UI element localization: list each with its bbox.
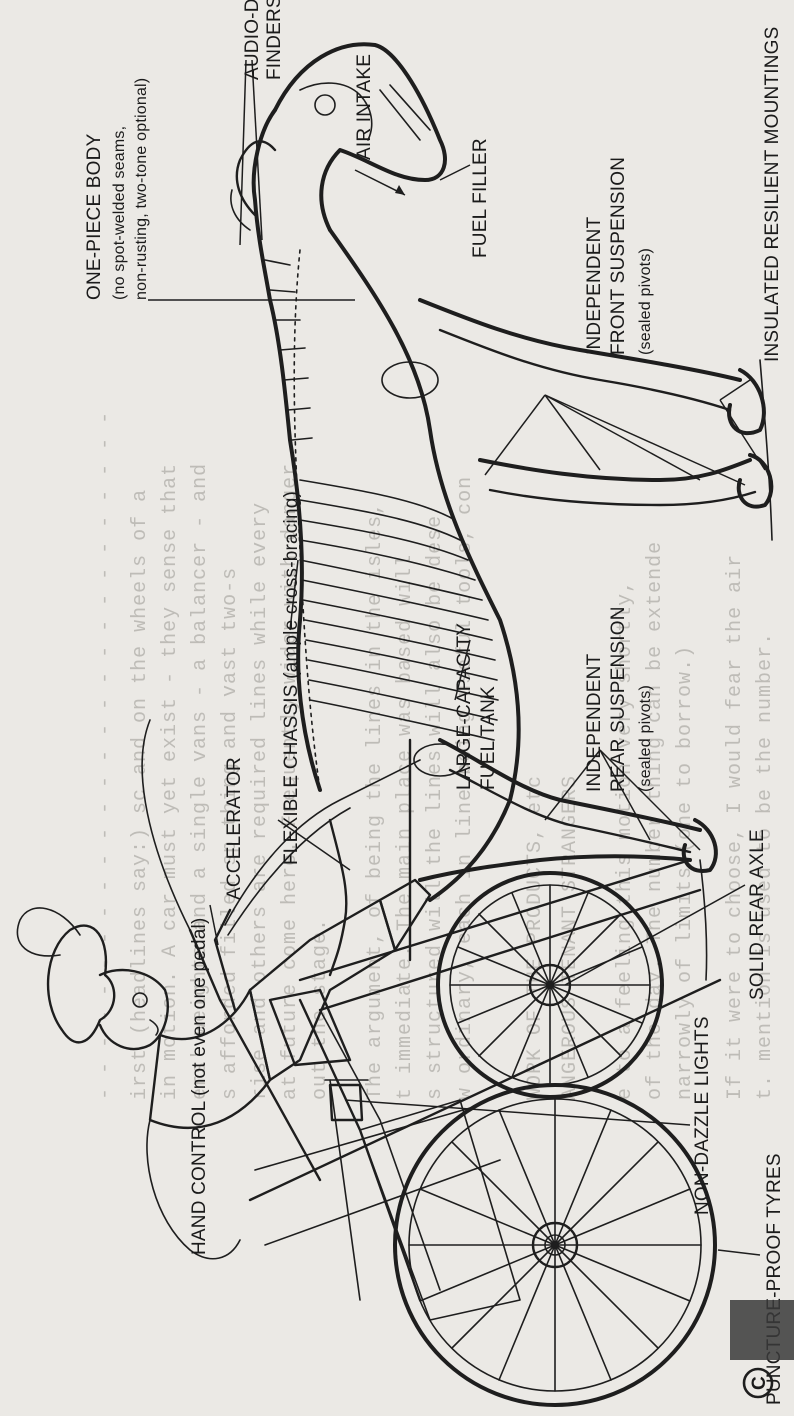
label-solid-rear-axle: SOLID REAR AXLE [747, 829, 768, 1000]
label-one-piece-body: ONE-PIECE BODY (no spot-welded seams, no… [84, 78, 150, 300]
svg-text:rise and others are required l: rise and others are required lines while… [249, 502, 272, 1100]
label-fuel-filler: FUEL FILLER [470, 138, 491, 258]
svg-text:in motion. A car must yet exis: in motion. A car must yet exist - they s… [159, 463, 182, 1100]
svg-text:irst (headlines say:) sc and o: irst (headlines say:) sc and on the whee… [129, 489, 152, 1100]
label-independent-front-suspension: INDEPENDENT FRONT SUSPENSION (sealed piv… [584, 151, 654, 355]
svg-text:s structured will the lines wi: s structured will the lines will also be… [424, 515, 447, 1100]
corner-shadow [730, 1300, 794, 1360]
svg-text:If it were to choose, I would: If it were to choose, I would fear the a… [724, 554, 747, 1100]
svg-text:WORK OF THE PRODUCTS: WORK OF THE PRODUCTS, etc [524, 775, 547, 1100]
rear-wheel [438, 873, 662, 1097]
label-insulated-resilient-mountings: INSULATED RESILIENT MOUNTINGS [762, 26, 783, 362]
label-non-dazzle-lights: NON-DAZZLE LIGHTS [692, 1016, 713, 1215]
label-air-intake: AIR INTAKE [354, 54, 375, 160]
label-hand-control: HAND CONTROL (not even one pedal) [189, 918, 210, 1255]
figure-letter: C [749, 1376, 770, 1390]
label-flexible-chassis: FLEXIBLE CHASSIS (ample cross-bracing) [281, 491, 302, 865]
label-accelerator: ACCELERATOR [224, 757, 245, 900]
front-wheel [395, 1085, 715, 1405]
svg-text:The argument, of being the lin: The argument, of being the lines in the … [364, 502, 387, 1100]
label-puncture-proof-tyres: PUNCTURE-PROOF TYRES [764, 1153, 785, 1405]
label-audio-direction-finders: AUDIO-DIRECTION FINDERS [242, 0, 285, 80]
svg-text:t immediate. The main place wa: t immediate. The main place was based wi… [394, 554, 417, 1100]
figure-letter-badge: C [744, 1369, 772, 1397]
